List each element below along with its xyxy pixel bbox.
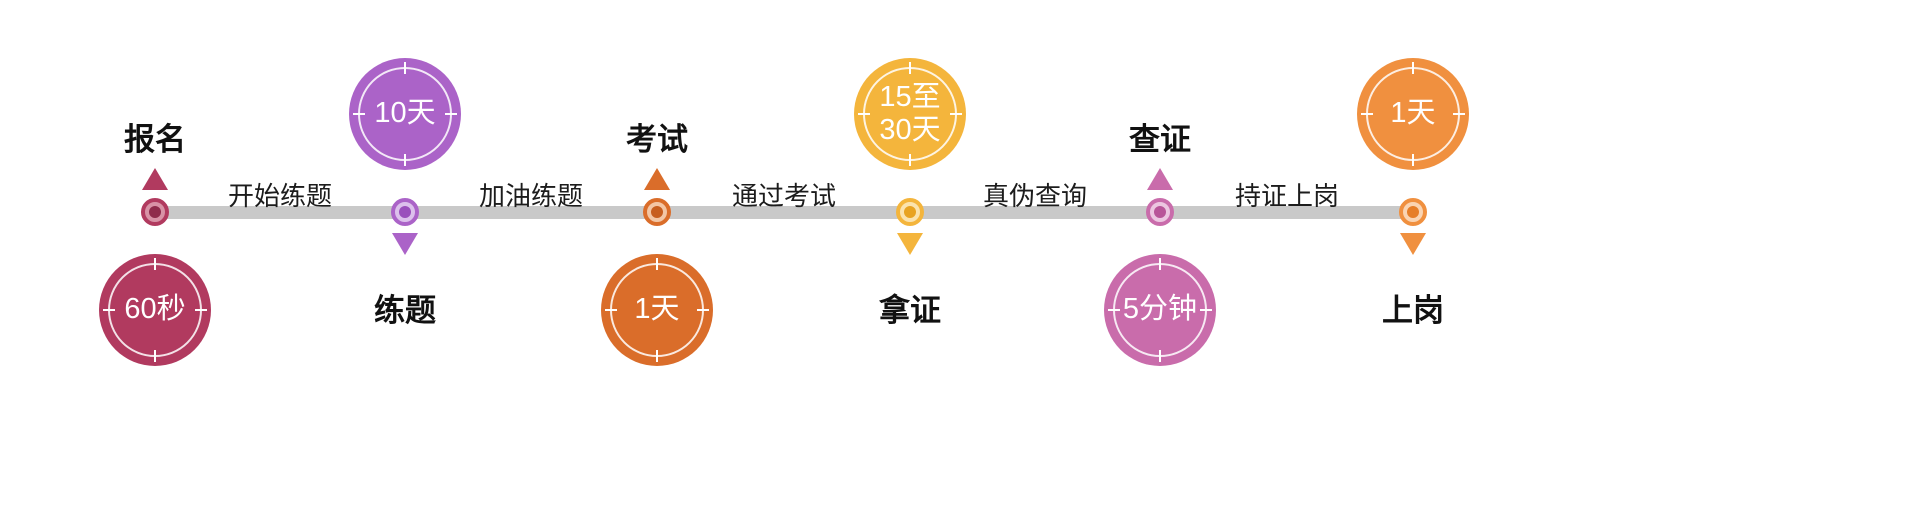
timeline-node-icon bbox=[643, 198, 671, 226]
duration-text: 1天 bbox=[1390, 97, 1436, 130]
segment-label: 开始练题 bbox=[227, 181, 332, 211]
triangle-down-icon bbox=[1400, 233, 1426, 255]
segment-label: 加油练题 bbox=[478, 181, 583, 211]
clock-tick-icon bbox=[195, 309, 207, 311]
duration-text: 5分钟 bbox=[1122, 293, 1198, 326]
clock-tick-icon bbox=[656, 350, 658, 362]
timeline-step: 查证 5分钟 bbox=[1080, 0, 1240, 520]
timeline-bar bbox=[150, 206, 1418, 219]
step-title: 拿证 bbox=[879, 293, 941, 328]
duration-clock-badge: 60秒 bbox=[99, 254, 211, 366]
timeline-step: 报名 60秒 bbox=[75, 0, 235, 520]
duration-text: 1天 bbox=[634, 293, 680, 326]
clock-tick-icon bbox=[909, 62, 911, 74]
timeline-step: 考试 1天 bbox=[577, 0, 737, 520]
timeline-node-icon bbox=[1399, 198, 1427, 226]
clock-tick-icon bbox=[445, 113, 457, 115]
segment-label: 持证上岗 bbox=[1234, 181, 1339, 211]
timeline-step: 10天 练题 bbox=[325, 0, 485, 520]
timeline-step: 1天 上岗 bbox=[1333, 0, 1493, 520]
step-title: 练题 bbox=[374, 293, 436, 328]
triangle-down-icon bbox=[392, 233, 418, 255]
clock-tick-icon bbox=[154, 258, 156, 270]
segment-label: 真伪查询 bbox=[982, 181, 1087, 211]
clock-tick-icon bbox=[950, 113, 962, 115]
duration-clock-badge: 1天 bbox=[1357, 58, 1469, 170]
clock-tick-icon bbox=[656, 258, 658, 270]
clock-tick-icon bbox=[1108, 309, 1120, 311]
clock-tick-icon bbox=[1412, 62, 1414, 74]
step-title: 报名 bbox=[124, 122, 186, 157]
clock-tick-icon bbox=[404, 154, 406, 166]
duration-clock-badge: 10天 bbox=[349, 58, 461, 170]
triangle-up-icon bbox=[142, 168, 168, 190]
timeline-node-icon bbox=[391, 198, 419, 226]
duration-clock-badge: 15至 30天 bbox=[854, 58, 966, 170]
duration-text: 60秒 bbox=[124, 293, 186, 326]
clock-tick-icon bbox=[858, 113, 870, 115]
clock-tick-icon bbox=[605, 309, 617, 311]
segment-label: 通过考试 bbox=[731, 181, 836, 211]
timeline-node-icon bbox=[141, 198, 169, 226]
clock-tick-icon bbox=[1159, 350, 1161, 362]
clock-tick-icon bbox=[1453, 113, 1465, 115]
triangle-down-icon bbox=[897, 233, 923, 255]
triangle-up-icon bbox=[644, 168, 670, 190]
clock-tick-icon bbox=[404, 62, 406, 74]
step-title: 查证 bbox=[1129, 122, 1191, 157]
clock-tick-icon bbox=[154, 350, 156, 362]
duration-text: 15至 30天 bbox=[879, 80, 941, 146]
step-title: 考试 bbox=[626, 122, 688, 157]
timeline-node-icon bbox=[896, 198, 924, 226]
clock-tick-icon bbox=[1159, 258, 1161, 270]
clock-tick-icon bbox=[103, 309, 115, 311]
duration-clock-badge: 5分钟 bbox=[1104, 254, 1216, 366]
clock-tick-icon bbox=[1361, 113, 1373, 115]
duration-clock-badge: 1天 bbox=[601, 254, 713, 366]
step-title: 上岗 bbox=[1382, 293, 1444, 328]
clock-tick-icon bbox=[1200, 309, 1212, 311]
triangle-up-icon bbox=[1147, 168, 1173, 190]
clock-tick-icon bbox=[1412, 154, 1414, 166]
clock-tick-icon bbox=[353, 113, 365, 115]
timeline-step: 15至 30天 拿证 bbox=[830, 0, 990, 520]
duration-text: 10天 bbox=[374, 97, 436, 130]
clock-tick-icon bbox=[909, 154, 911, 166]
clock-tick-icon bbox=[697, 309, 709, 311]
timeline-node-icon bbox=[1146, 198, 1174, 226]
